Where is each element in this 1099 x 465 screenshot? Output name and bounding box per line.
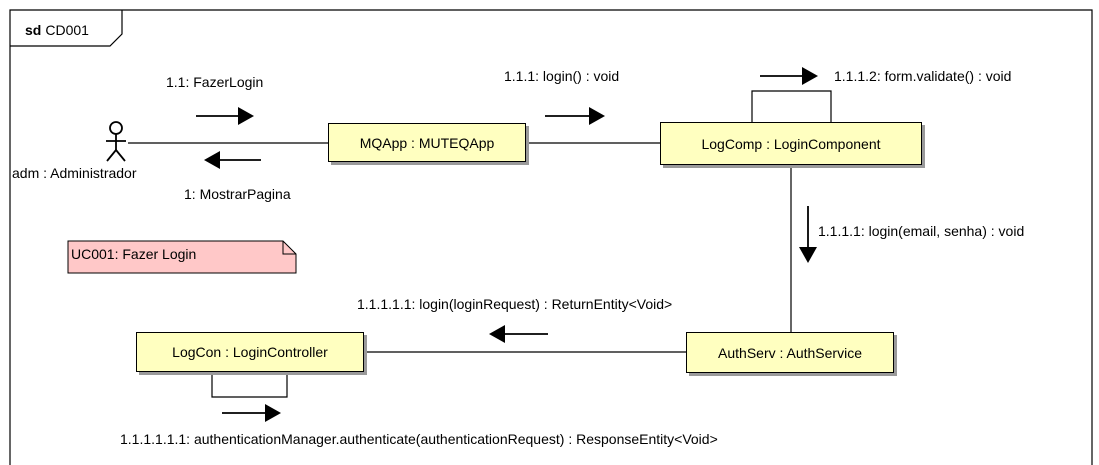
arrow-fazerlogin <box>196 107 254 125</box>
arrow-login <box>545 107 605 125</box>
self-link-logcomp <box>751 90 832 122</box>
message-label-authenticate: 1.1.1.1.1.1: authenticationManager.authe… <box>120 431 718 447</box>
frame-title: sd CD001 <box>16 16 120 44</box>
frame-tab-border <box>10 10 123 47</box>
message-label-login-loginrequest: 1.1.1.1.1: login(loginRequest) : ReturnE… <box>357 296 673 312</box>
message-label-mostrarpagina: 1: MostrarPagina <box>184 186 291 202</box>
message-label-fazerlogin: 1.1: FazerLogin <box>166 74 264 90</box>
arrow-authenticate <box>222 404 281 422</box>
frame-keyword: sd <box>25 22 42 38</box>
message-label-login: 1.1.1: login() : void <box>504 68 620 84</box>
note-shape <box>67 240 297 274</box>
frame-border <box>9 9 1093 465</box>
lifeline-authserv[interactable]: AuthServ : AuthService <box>686 332 894 373</box>
arrow-mostrarpagina <box>204 151 261 169</box>
note-fold <box>282 241 296 255</box>
actor-label: adm : Administrador <box>12 165 137 181</box>
actor-figure <box>106 121 126 162</box>
lifeline-mqapp[interactable]: MQApp : MUTEQApp <box>328 123 526 162</box>
lifeline-logcon[interactable]: LogCon : LoginController <box>136 332 364 372</box>
note-text: UC001: Fazer Login <box>71 246 197 262</box>
arrow-form-validate <box>760 67 818 85</box>
arrow-login-email-senha <box>799 206 817 263</box>
self-link-logcon <box>211 372 288 398</box>
frame-name: CD001 <box>45 22 89 38</box>
lifeline-logcomp[interactable]: LogComp : LoginComponent <box>660 122 922 165</box>
message-label-login-email-senha: 1.1.1.1: login(email, senha) : void <box>818 223 1025 239</box>
message-label-form-validate: 1.1.1.2: form.validate() : void <box>834 68 1012 84</box>
arrow-login-loginrequest <box>489 325 548 343</box>
